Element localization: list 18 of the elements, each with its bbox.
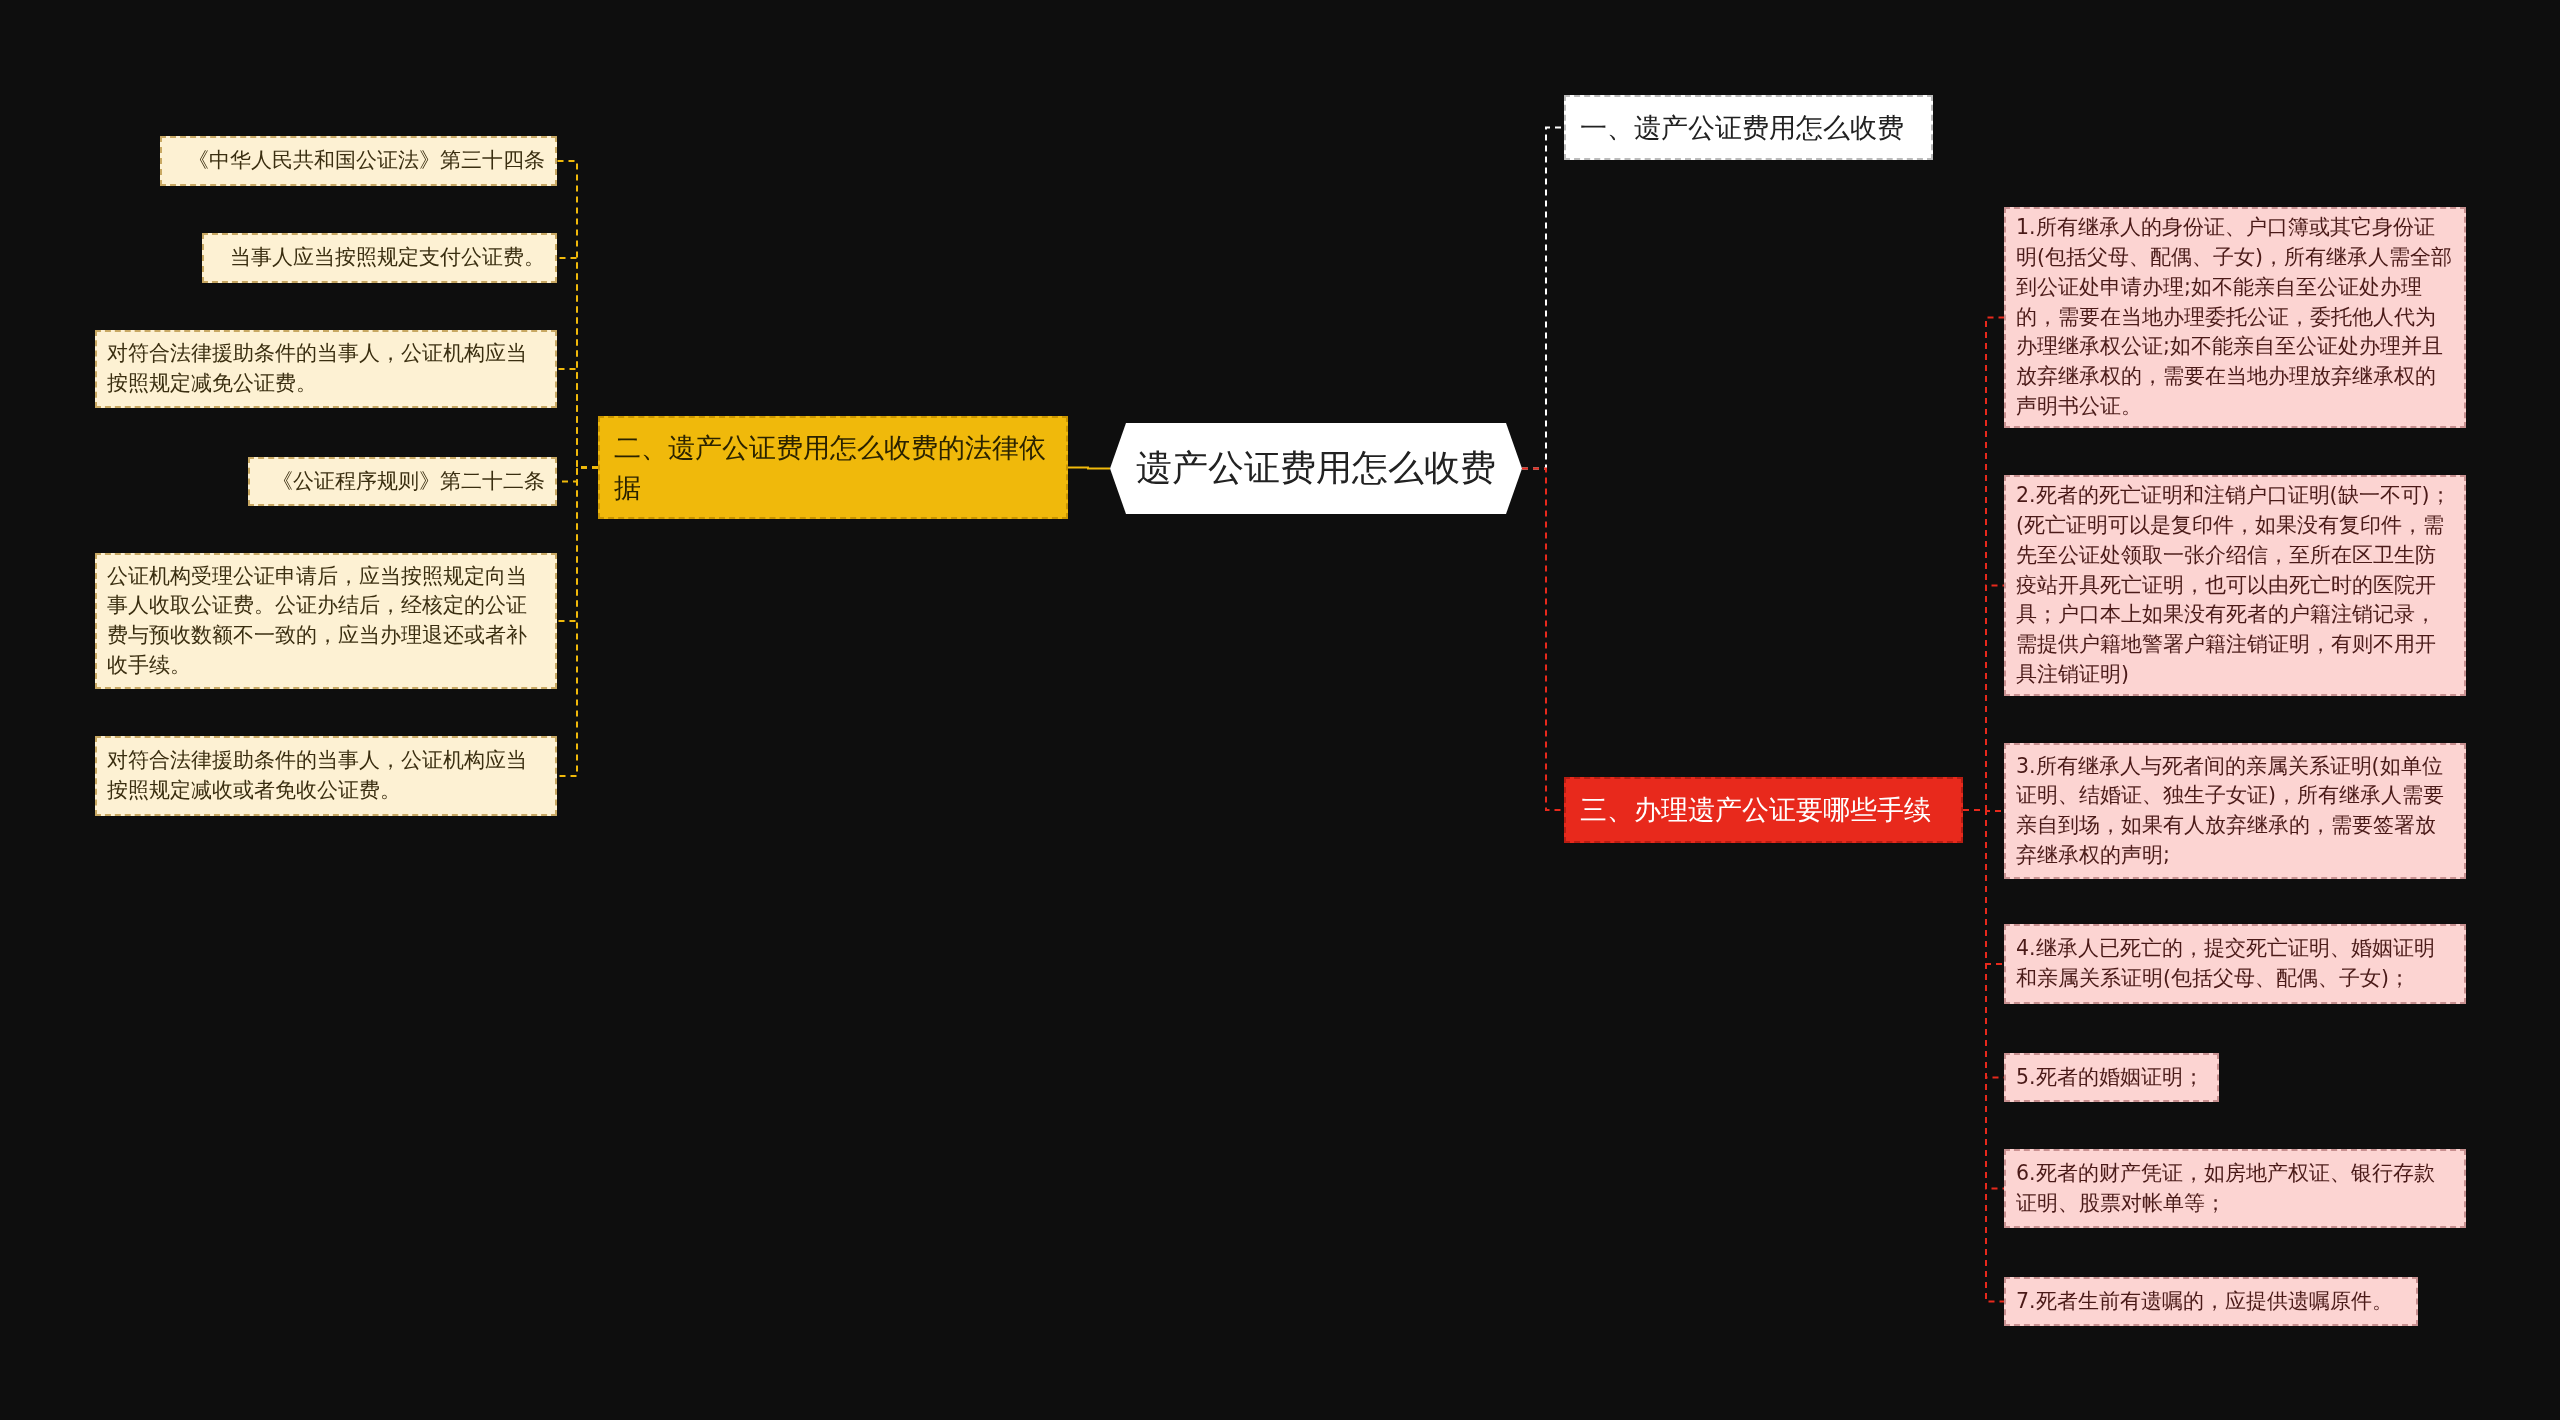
subtopic-box: 4.继承人已死亡的，提交死亡证明、婚姻证明和亲属关系证明(包括父母、配偶、子女)； bbox=[2004, 924, 2466, 1004]
subtopic-box: 公证机构受理公证申请后，应当按照规定向当事人收取公证费。公证办结后，经核定的公证费与预收数额不一致的，应当办理退还或者补收手续。 bbox=[95, 553, 557, 689]
subtopic-box: 《公证程序规则》第二十二条 bbox=[248, 457, 557, 506]
connector-line bbox=[1067, 466, 1111, 470]
subtopic-box: 6.死者的财产凭证，如房地产权证、银行存款证明、股票对帐单等； bbox=[2004, 1149, 2466, 1228]
subtopic-box: 1.所有继承人的身份证、户口簿或其它身份证明(包括父母、配偶、子女)，所有继承人需全部到公证处申请办理;如不能亲自至公证处办理的，需要在当地办理委托公证，委托他人代为办理继承权公证;如不能亲自至公证处办理并且放弃继承权的，需要在当地办理放弃继承权的声明书公证。 bbox=[2004, 207, 2466, 428]
subtopic-box: 3.所有继承人与死者间的亲属关系证明(如单位证明、结婚证、独生子女证)，所有继承人需要亲自到场，如果有人放弃继承的，需要签署放弃继承权的声明; bbox=[2004, 743, 2466, 879]
topic-box: 一、遗产公证费用怎么收费 bbox=[1564, 95, 1933, 160]
subtopic-box: 对符合法律援助条件的当事人，公证机构应当按照规定减免公证费。 bbox=[95, 330, 557, 408]
subtopic-box: 5.死者的婚姻证明； bbox=[2004, 1053, 2219, 1102]
central-topic-box: 遗产公证费用怎么收费 bbox=[1110, 423, 1522, 514]
topic-box: 三、办理遗产公证要哪些手续 bbox=[1564, 777, 1963, 843]
subtopic-box: 7.死者生前有遗嘱的，应提供遗嘱原件。 bbox=[2004, 1277, 2418, 1326]
topic-box: 二、遗产公证费用怎么收费的法律依据 bbox=[598, 416, 1068, 519]
subtopic-box: 《中华人民共和国公证法》第三十四条 bbox=[160, 136, 557, 186]
subtopic-box: 2.死者的死亡证明和注销户口证明(缺一不可)；(死亡证明可以是复印件，如果没有复印件，需先至公证处领取一张介绍信，至所在区卫生防疫站开具死亡证明，也可以由死亡时的医院开具；户口本上如果没有死者的户籍注销记录，需提供户籍地警署户籍注销证明，有则不用开具注销证明) bbox=[2004, 475, 2466, 696]
subtopic-box: 对符合法律援助条件的当事人，公证机构应当按照规定减收或者免收公证费。 bbox=[95, 736, 557, 816]
subtopic-box: 当事人应当按照规定支付公证费。 bbox=[202, 233, 557, 283]
